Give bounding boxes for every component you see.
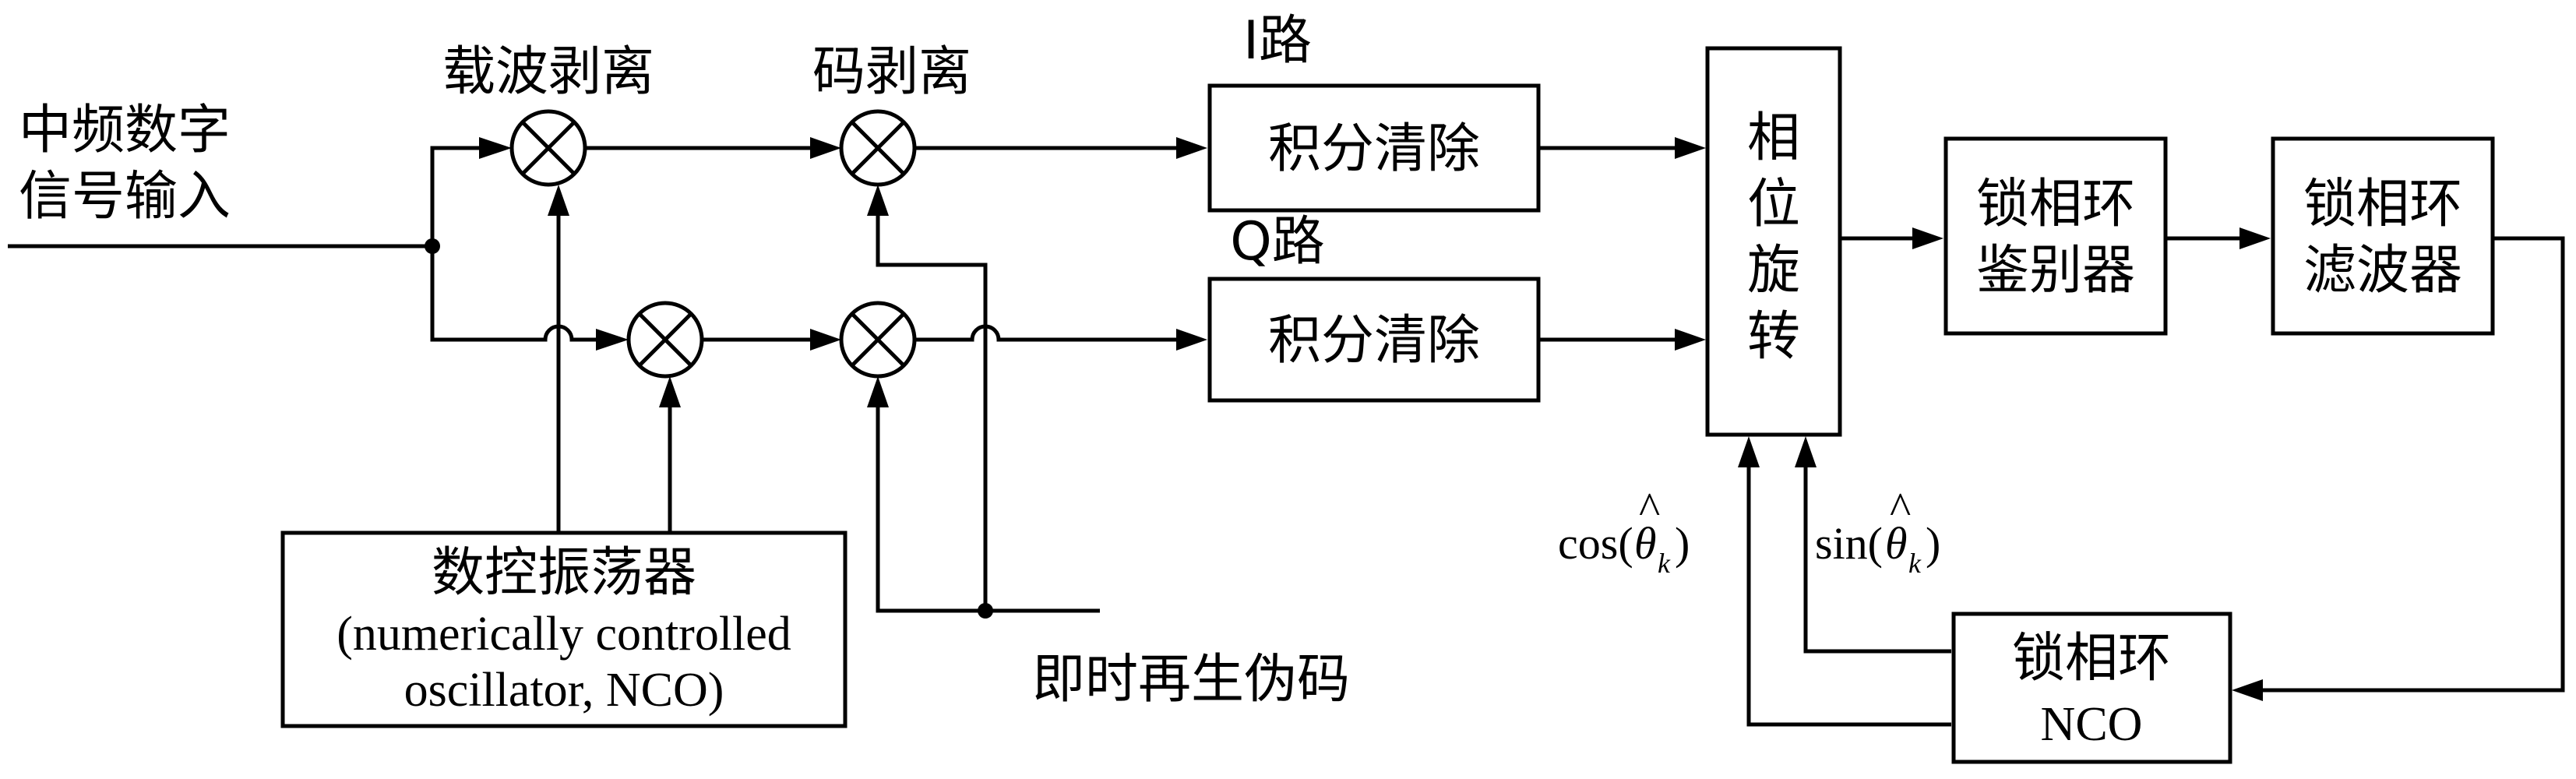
pll-nco-line1: 锁相环 bbox=[2012, 628, 2171, 689]
svg-text:^: ^ bbox=[1639, 483, 1660, 534]
code-junction-dot bbox=[978, 603, 993, 619]
arrow-nco-to-mixer-q bbox=[659, 376, 681, 407]
integrate-dump-i-label: 积分清除 bbox=[1268, 118, 1480, 180]
pll-discriminator-block bbox=[1943, 136, 2168, 336]
arrow-to-code-mixer-q bbox=[810, 329, 841, 351]
q-branch-label: Q路 bbox=[1230, 211, 1325, 273]
arrow-to-filter bbox=[2239, 227, 2271, 249]
pll-nco-line2: NCO bbox=[2041, 698, 2143, 751]
i-branch-label: I路 bbox=[1243, 10, 1312, 72]
svg-text:k: k bbox=[1908, 548, 1922, 579]
input-label-line1: 中频数字 bbox=[19, 100, 231, 161]
svg-text:k: k bbox=[1658, 548, 1671, 579]
carrier-strip-label: 载波剥离 bbox=[442, 41, 654, 103]
integrate-dump-q-label: 积分清除 bbox=[1268, 310, 1480, 372]
arrow-to-carrier-mixer-i bbox=[479, 137, 512, 159]
svg-text:sin(: sin( bbox=[1815, 518, 1883, 569]
arrow-to-rotation-i bbox=[1675, 137, 1706, 159]
cos-theta-label: cos( θ ^ k ) bbox=[1558, 483, 1690, 579]
arrow-to-integrate-i bbox=[1176, 137, 1207, 159]
nco-line2: (numerically controlled bbox=[337, 608, 791, 661]
nco-block bbox=[280, 530, 848, 728]
code-mixer-q bbox=[839, 301, 917, 379]
phase-rotation-char-2: 位 bbox=[1747, 174, 1800, 235]
arrow-code-to-mixer-q bbox=[867, 376, 889, 407]
svg-text:): ) bbox=[1926, 518, 1940, 569]
code-strip-label: 码剥离 bbox=[812, 41, 971, 103]
sin-feedback-line bbox=[1803, 467, 1951, 654]
phase-rotation-char-1: 相 bbox=[1747, 108, 1800, 169]
cos-feedback-line bbox=[1746, 467, 1951, 727]
pll-nco-block bbox=[1951, 612, 2232, 764]
q-to-integrate-line bbox=[914, 324, 1176, 342]
code-mixer-i bbox=[839, 109, 917, 187]
arrow-to-discriminator bbox=[1912, 227, 1943, 249]
phase-rotation-char-4: 转 bbox=[1747, 306, 1800, 368]
arrow-cos-to-rotation bbox=[1738, 436, 1760, 467]
arrow-to-code-mixer-i bbox=[810, 137, 841, 159]
integrate-dump-i-block bbox=[1207, 83, 1541, 213]
svg-text:): ) bbox=[1675, 518, 1690, 569]
pll-discriminator-line2: 鉴别器 bbox=[1976, 240, 2135, 301]
svg-text:cos(: cos( bbox=[1558, 518, 1633, 569]
svg-text:θ: θ bbox=[1885, 518, 1908, 569]
prompt-code-label: 即时再生伪码 bbox=[1032, 649, 1350, 710]
arrow-to-rotation-q bbox=[1675, 329, 1706, 351]
code-to-mixer-q-line bbox=[876, 407, 1100, 613]
arrow-to-carrier-mixer-q bbox=[596, 329, 629, 351]
integrate-dump-q-block bbox=[1207, 277, 1541, 403]
code-to-mixer-i-line bbox=[876, 216, 988, 611]
carrier-mixer-q bbox=[626, 301, 704, 379]
phase-rotation-block bbox=[1705, 46, 1842, 437]
arrow-to-integrate-q bbox=[1176, 329, 1207, 351]
arrow-to-pll-nco bbox=[2232, 679, 2263, 701]
nco-line1: 数控振荡器 bbox=[432, 542, 696, 604]
pll-filter-block bbox=[2271, 136, 2495, 336]
input-to-q-line bbox=[430, 246, 596, 342]
arrow-sin-to-rotation bbox=[1795, 436, 1817, 467]
arrow-nco-to-mixer-i bbox=[548, 185, 569, 216]
pll-filter-line1: 锁相环 bbox=[2303, 174, 2462, 235]
arrow-code-to-mixer-i bbox=[867, 185, 889, 216]
carrier-mixer-i bbox=[509, 109, 587, 187]
phase-rotation-char-3: 旋 bbox=[1747, 240, 1800, 301]
pll-filter-line2: 滤波器 bbox=[2303, 240, 2462, 301]
filter-to-pll-nco-line bbox=[2263, 236, 2565, 693]
svg-text:θ: θ bbox=[1634, 518, 1657, 569]
nco-line3: oscillator, NCO) bbox=[404, 664, 724, 717]
svg-text:^: ^ bbox=[1890, 483, 1911, 534]
sin-theta-label: sin( θ ^ k ) bbox=[1815, 483, 1940, 579]
input-to-i-line bbox=[430, 146, 479, 246]
input-label-line2: 信号输入 bbox=[19, 166, 231, 227]
pll-discriminator-line1: 锁相环 bbox=[1976, 174, 2135, 235]
